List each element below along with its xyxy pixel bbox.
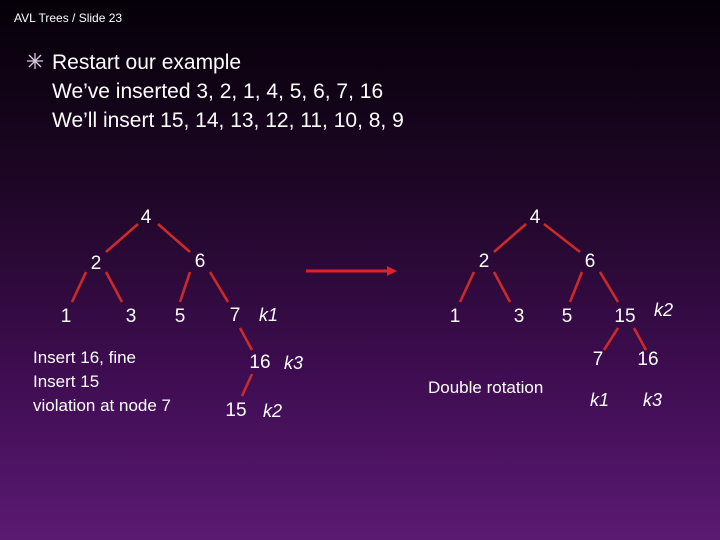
node: 7: [593, 349, 604, 370]
edge-15-16: [632, 327, 648, 351]
node: 4: [141, 207, 152, 228]
node: 3: [126, 306, 137, 327]
node-label: k1: [590, 390, 609, 410]
left-tree-nodes: 4 2 6 1 3 5 7 16 15: [61, 207, 271, 421]
edge-6-7: [208, 271, 230, 303]
node: 15: [614, 306, 635, 327]
node-label: k2: [654, 300, 673, 320]
right-tree-labels: k2 k1 k3: [590, 300, 673, 410]
node: 6: [585, 251, 596, 272]
node: 2: [91, 253, 102, 274]
edge-4-2: [105, 223, 139, 253]
left-note: Insert 16, fine Insert 15 violation at n…: [33, 346, 171, 418]
node-label: k1: [259, 305, 278, 325]
bullet-line-1: Restart our example: [52, 51, 242, 74]
node-label: k3: [643, 390, 662, 410]
node: 1: [61, 306, 72, 327]
node-label: k2: [263, 401, 282, 421]
right-tree-edges: [458, 222, 648, 351]
edge-6-15: [598, 271, 620, 303]
node: 7: [230, 305, 241, 326]
left-note-line-2: Insert 15: [33, 372, 100, 391]
edge-6-5: [568, 271, 584, 303]
left-tree-labels: k1 k3 k2: [259, 305, 303, 421]
edge-6-5: [178, 271, 192, 303]
bullet-text: Restart our example We’ve inserted 3, 2,…: [52, 48, 404, 135]
bullet-line-3: We’ll insert 15, 14, 13, 12, 11, 10, 8, …: [52, 109, 404, 132]
edge-4-6: [157, 223, 191, 253]
edge-2-3: [492, 271, 512, 303]
right-tree-nodes: 4 2 6 1 3 5 15 7 16: [450, 207, 659, 370]
node: 3: [514, 306, 525, 327]
bullet-line-2: We’ve inserted 3, 2, 1, 4, 5, 6, 7, 16: [52, 80, 384, 103]
node: 6: [195, 251, 206, 272]
node: 16: [249, 352, 270, 373]
edge-2-3: [104, 271, 124, 303]
node: 5: [175, 306, 186, 327]
node: 2: [479, 251, 490, 272]
edge-2-1: [70, 271, 88, 303]
star-bullet-icon: [27, 53, 43, 69]
node: 15: [225, 400, 246, 421]
edge-15-7: [602, 327, 620, 351]
left-tree-edges: [70, 223, 254, 397]
right-note: Double rotation: [428, 378, 544, 397]
node-label: k3: [284, 353, 303, 373]
node: 16: [637, 349, 658, 370]
edge-4-6: [543, 222, 581, 254]
edge-16-15: [240, 373, 254, 397]
edge-2-1: [458, 271, 476, 303]
left-note-line-1: Insert 16, fine: [33, 348, 137, 367]
edge-7-16: [238, 327, 254, 351]
left-note-line-3: violation at node 7: [33, 396, 171, 415]
node: 1: [450, 306, 461, 327]
node: 4: [530, 207, 541, 228]
edge-4-2: [493, 223, 527, 253]
node: 5: [562, 306, 573, 327]
slide-header: AVL Trees / Slide 23: [14, 11, 123, 25]
